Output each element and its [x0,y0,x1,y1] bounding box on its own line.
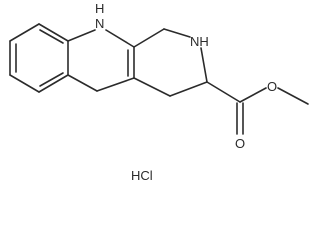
bond-c9a-c1 [133,28,165,48]
bond-benzene-double-3 [39,72,64,87]
bond-ester-o-methyl [277,87,309,105]
piperidine-ring [133,28,208,97]
bond-benzene-4 [9,74,40,93]
atom-label-ring-nh: NH [190,34,209,49]
bond-c4-c4a [133,77,171,97]
bond-carbonyl-ester-o [239,87,267,103]
atom-label-ester-o: O [267,79,277,94]
bond-benzene-double-1 [39,29,64,44]
bond-benzene-6 [9,23,40,42]
ester-group [206,81,309,135]
bond-benzene-1 [38,23,69,42]
benzene-ring [9,23,69,93]
atom-label-indole-n: N [95,16,104,31]
bond-c7a-n9 [67,29,96,42]
salt-label: HCl [131,168,153,183]
bond-c3-carbonyl [206,81,241,103]
chemical-structure: H N NH O O HCl [9,1,309,183]
bond-c3-c4 [169,81,208,97]
bond-n9-c9a [105,29,135,48]
bond-c1-n2 [163,28,191,38]
pyrrole-ring [67,29,135,92]
bond-benzene-3 [38,74,69,93]
bond-c4b-c3a [67,74,98,92]
bond-n2-c3 [200,47,208,83]
atom-label-indole-nh-h: H [95,1,104,16]
atom-label-carbonyl-o: O [235,136,245,151]
bond-c4a-c4b [96,77,135,92]
